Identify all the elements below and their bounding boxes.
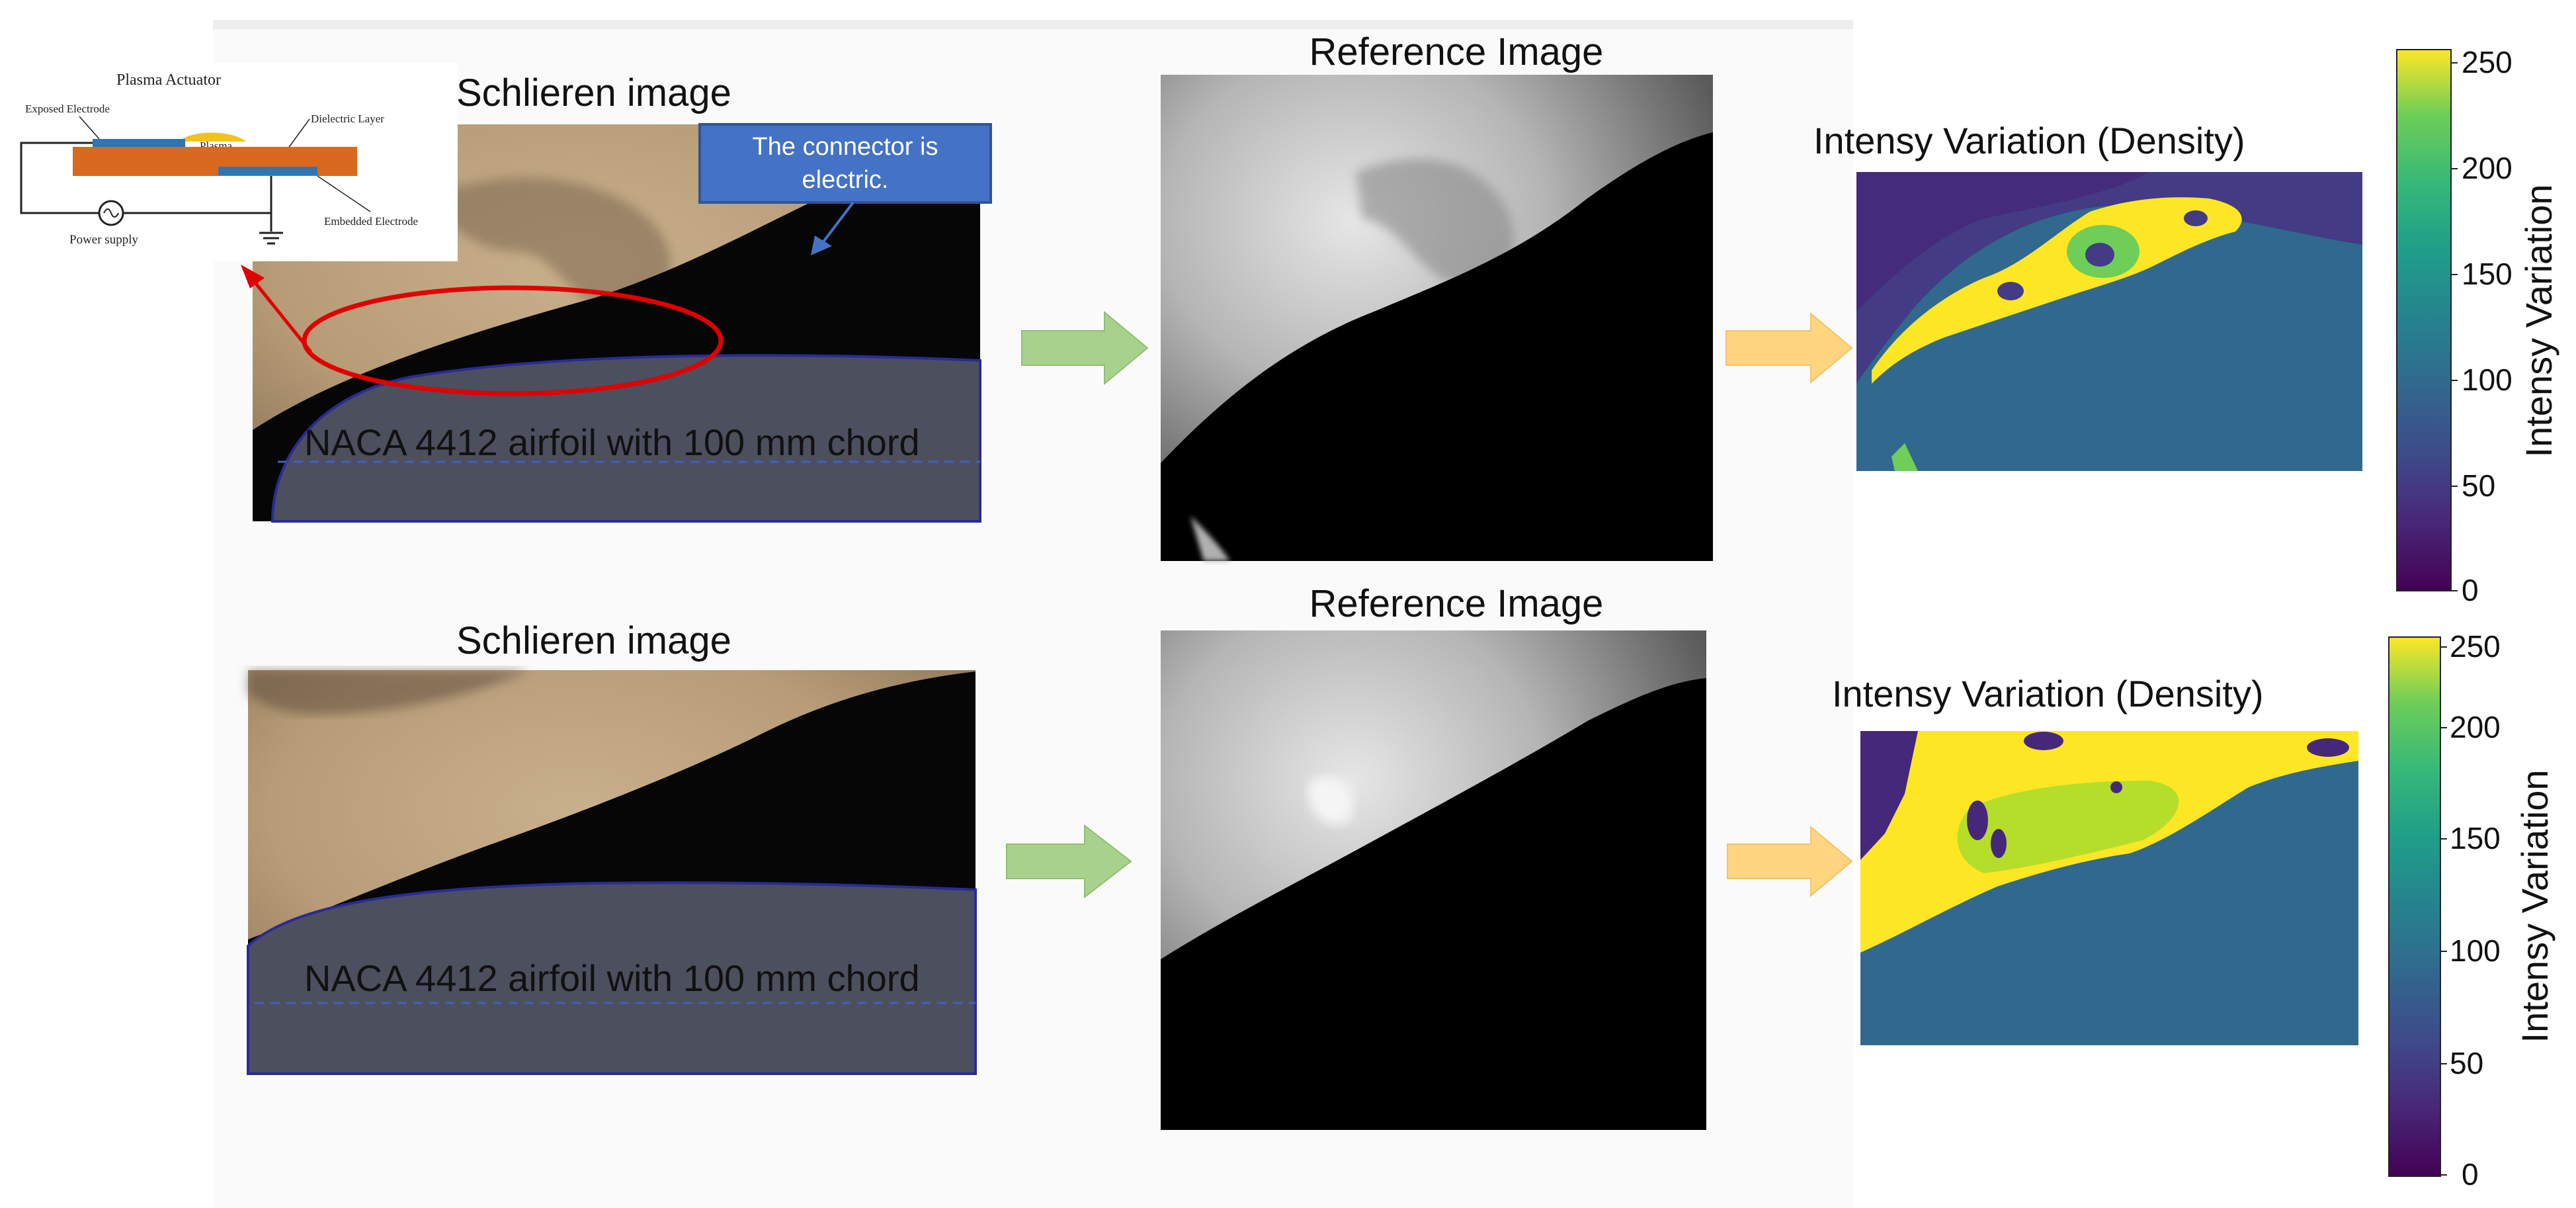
schlieren-image-2 [247, 670, 977, 1075]
power-supply-label: Power supply [69, 233, 138, 247]
colorbar-2-tick-150: 150 [2450, 821, 2501, 855]
reference-title-1: Reference Image [1309, 30, 1604, 73]
colorbar-2-ticks [2440, 646, 2447, 1176]
colorbar-2-tick-200: 200 [2450, 710, 2501, 744]
colorbar-2-tick-50: 50 [2450, 1046, 2483, 1080]
callout-text-line2: electric. [802, 166, 889, 194]
intensity-title-1: Intensy Variation (Density) [1813, 120, 2245, 161]
reference-title-2: Reference Image [1309, 582, 1604, 625]
colorbar-2-tick-0: 0 [2462, 1157, 2479, 1191]
colorbar-2 [2388, 636, 2441, 1177]
colorbar-1-tick-150: 150 [2462, 257, 2513, 291]
plasma-glow [179, 132, 246, 142]
callout-pointer-arrowhead [811, 236, 832, 255]
intensity-map-2 [1860, 731, 2358, 1045]
colorbar-1 [2396, 49, 2452, 591]
colorbar-1-tick-100: 100 [2462, 363, 2513, 397]
schlieren-title-2: Schlieren image [456, 619, 731, 662]
colorbar-1-tick-0: 0 [2462, 573, 2479, 607]
page-panel-top-shade [213, 20, 1853, 29]
exposed-electrode-label: Exposed Electrode [25, 103, 110, 115]
airfoil-label-1: NACA 4412 airfoil with 100 mm chord [304, 421, 920, 463]
reference-image-2 [1161, 630, 1706, 1130]
callout-text-line1: The connector is [753, 133, 938, 161]
colorbar-2-tick-250: 250 [2450, 629, 2501, 664]
orange-arrow-2 [1727, 825, 1853, 898]
colorbar-2-tick-100: 100 [2450, 933, 2501, 968]
orange-arrow-1 [1725, 312, 1853, 384]
plasma-actuator-inset: Plasma Actuator Exposed Electrode Dielec… [0, 63, 458, 261]
colorbar-1-tick-200: 200 [2462, 151, 2513, 185]
ellipse-pointer-line [250, 277, 312, 353]
green-arrow-1 [1021, 310, 1149, 386]
actuator-title: Plasma Actuator [116, 71, 221, 89]
ellipse-pointer-arrowhead [241, 265, 265, 288]
plasma-region-ellipse [302, 285, 724, 396]
intensity-title-2: Intensy Variation (Density) [1832, 673, 2264, 714]
green-arrow-2 [1006, 824, 1132, 899]
colorbar-1-ticks [2451, 62, 2458, 591]
colorbar-1-label: Intensy Variation [2518, 185, 2559, 458]
airfoil-label-2: NACA 4412 airfoil with 100 mm chord [304, 957, 920, 999]
callout-pointer-line [819, 201, 854, 247]
dielectric-layer-label: Dielectric Layer [311, 112, 384, 125]
embedded-electrode-label: Embedded Electrode [324, 215, 418, 228]
colorbar-1-tick-50: 50 [2462, 468, 2495, 503]
schlieren-title-1: Schlieren image [456, 71, 731, 114]
connector-callout-box [698, 123, 992, 204]
embedded-electrode [218, 167, 317, 175]
reference-image-1 [1161, 75, 1713, 561]
colorbar-2-label: Intensy Variation [2514, 770, 2555, 1043]
intensity-map-1 [1856, 172, 2362, 471]
colorbar-1-tick-250: 250 [2462, 45, 2513, 79]
exposed-electrode [93, 139, 185, 147]
